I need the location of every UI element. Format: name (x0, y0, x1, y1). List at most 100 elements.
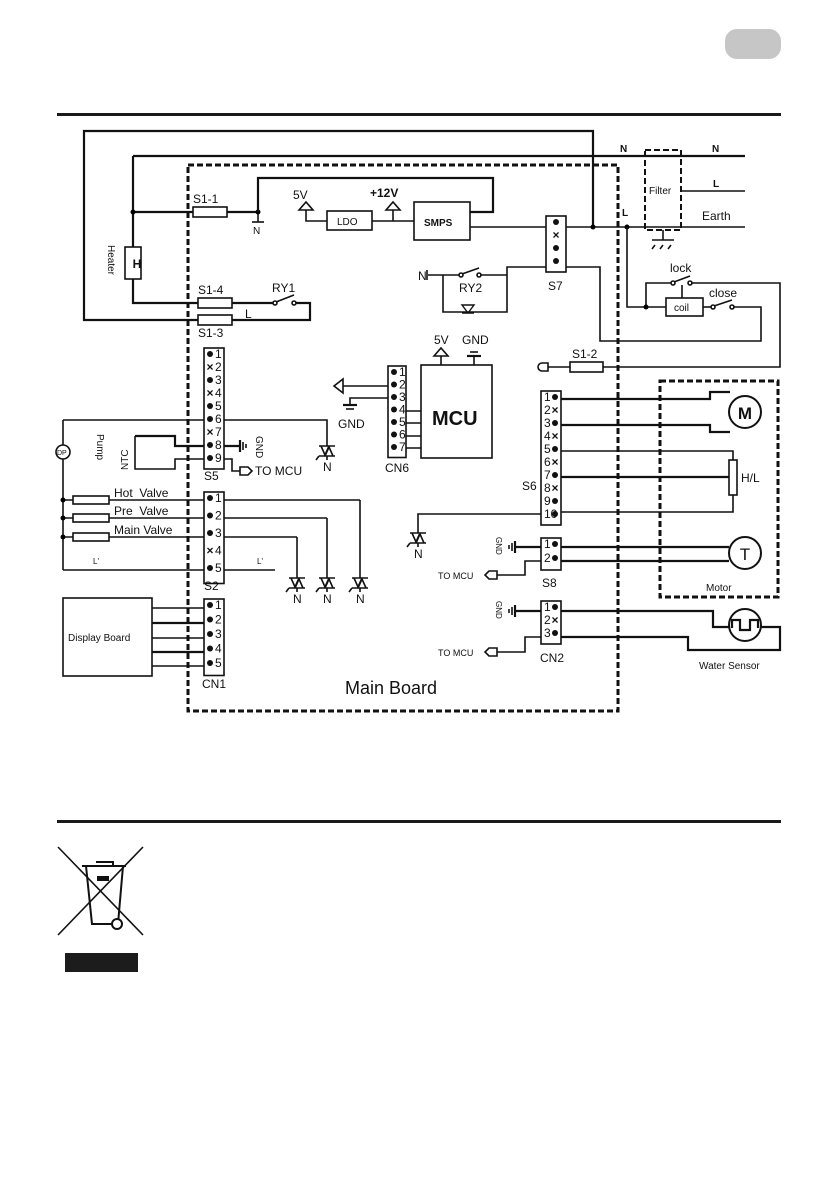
pin-connected (391, 381, 397, 388)
label-to-mcu: TO MCU (438, 571, 473, 581)
to-mcu-plug-icon (483, 647, 498, 657)
label-gnd: GND (494, 601, 503, 619)
triac-icon (460, 304, 476, 315)
label-n: N (323, 592, 332, 606)
pin-number: 3 (215, 526, 222, 540)
pin-number: 8 (215, 438, 222, 452)
top-divider (57, 113, 781, 116)
label-hl: H/L (741, 471, 760, 485)
pin-number: 4 (215, 386, 222, 400)
pin-number: 1 (399, 365, 406, 379)
pre-valve (72, 513, 110, 523)
pin-unused: × (552, 228, 559, 242)
label-gnd: GND (253, 436, 264, 458)
heater-element (124, 246, 142, 280)
label-to-mcu: TO MCU (438, 648, 473, 658)
label-l: L (713, 179, 719, 190)
page-number-badge (725, 29, 781, 59)
pin-connected (391, 444, 397, 450)
label-n: N (712, 144, 719, 155)
label-n: N (620, 144, 627, 155)
label-display-board: Display Board (68, 633, 130, 644)
label-s1-3: S1-3 (198, 326, 224, 340)
label-dp: DP (57, 450, 67, 457)
fuse-s1-3 (197, 314, 233, 326)
fuse-s1-1 (192, 206, 228, 218)
pin-number: 1 (215, 491, 222, 505)
pin-connected (207, 351, 213, 357)
main-valve (72, 532, 110, 542)
drain-pump-icon (55, 444, 71, 460)
pin-number: 1 (544, 390, 551, 404)
fuse-s1-4 (197, 297, 233, 309)
water-sensor-icon (728, 608, 762, 642)
pin-connected (552, 472, 558, 478)
triac-icon (315, 577, 335, 593)
connector-label: S7 (548, 279, 563, 293)
pin-connected (207, 403, 213, 409)
connector-label: S8 (542, 576, 557, 590)
pin-unused: × (206, 360, 213, 374)
12v-supply-icon (384, 200, 402, 211)
label-earth: Earth (702, 209, 731, 223)
pin-connected (552, 420, 558, 426)
pin-connected (391, 419, 397, 425)
pin-connected (207, 416, 213, 422)
label-ldo: LDO (337, 217, 358, 228)
label-pre-valve: Pre Valve (114, 504, 169, 518)
label-n: N (253, 226, 260, 237)
pin-number: 10 (544, 507, 558, 521)
label-12v: +12V (370, 186, 398, 200)
pin-connected (391, 431, 397, 438)
pin-number: 2 (544, 551, 551, 565)
pin-unused: × (206, 544, 213, 558)
pin-number: 5 (215, 561, 222, 575)
label-m: M (738, 404, 752, 423)
label-gnd: GND (494, 537, 503, 555)
pin-connected (391, 369, 397, 375)
connector-label: S5 (204, 469, 219, 483)
pin-connected (552, 541, 558, 547)
label-h: H (133, 257, 142, 271)
label-main-board: Main Board (345, 678, 437, 698)
pin-number: 4 (399, 403, 406, 417)
thermistor-t-icon (728, 536, 762, 570)
pin-connected (552, 511, 558, 517)
label-main-valve: Main Valve (114, 523, 173, 537)
pin-connected (207, 530, 213, 536)
pin-number: 7 (544, 468, 551, 482)
label-5v: 5V (434, 333, 449, 347)
label-coil: coil (674, 303, 689, 314)
pin-connected (391, 406, 397, 413)
pin-number: 1 (544, 537, 551, 551)
label-n: N (414, 547, 423, 561)
main-board-boundary (186, 163, 620, 713)
label-5v: 5V (293, 188, 308, 202)
label-lock: lock (670, 261, 692, 275)
pin-number: 5 (215, 399, 222, 413)
pin-number: 5 (215, 656, 222, 670)
label-t: T (740, 545, 750, 564)
pin-number: 2 (544, 613, 551, 627)
pin-number: 5 (399, 415, 406, 429)
pin-number: 6 (399, 428, 406, 442)
label-s1-4: S1-4 (198, 283, 224, 297)
pin-connected (207, 631, 213, 637)
label-s1-1: S1-1 (193, 192, 219, 206)
pin-connected (207, 616, 213, 623)
triac-icon (285, 577, 305, 593)
to-mcu-plug-icon (239, 466, 254, 476)
label-l: L (245, 307, 252, 321)
label-to-mcu: TO MCU (255, 464, 302, 478)
pin-connected (207, 645, 213, 652)
connector-s7 (545, 215, 567, 273)
pin-connected (207, 377, 213, 383)
pin-number: 1 (215, 598, 222, 612)
pin-number: 2 (215, 613, 222, 627)
pin-unused: × (206, 386, 213, 400)
label-l-prime: L' (257, 557, 263, 566)
label-pump: Pump (94, 434, 105, 461)
pin-number: 4 (544, 429, 551, 443)
pin-number: 2 (399, 378, 406, 392)
